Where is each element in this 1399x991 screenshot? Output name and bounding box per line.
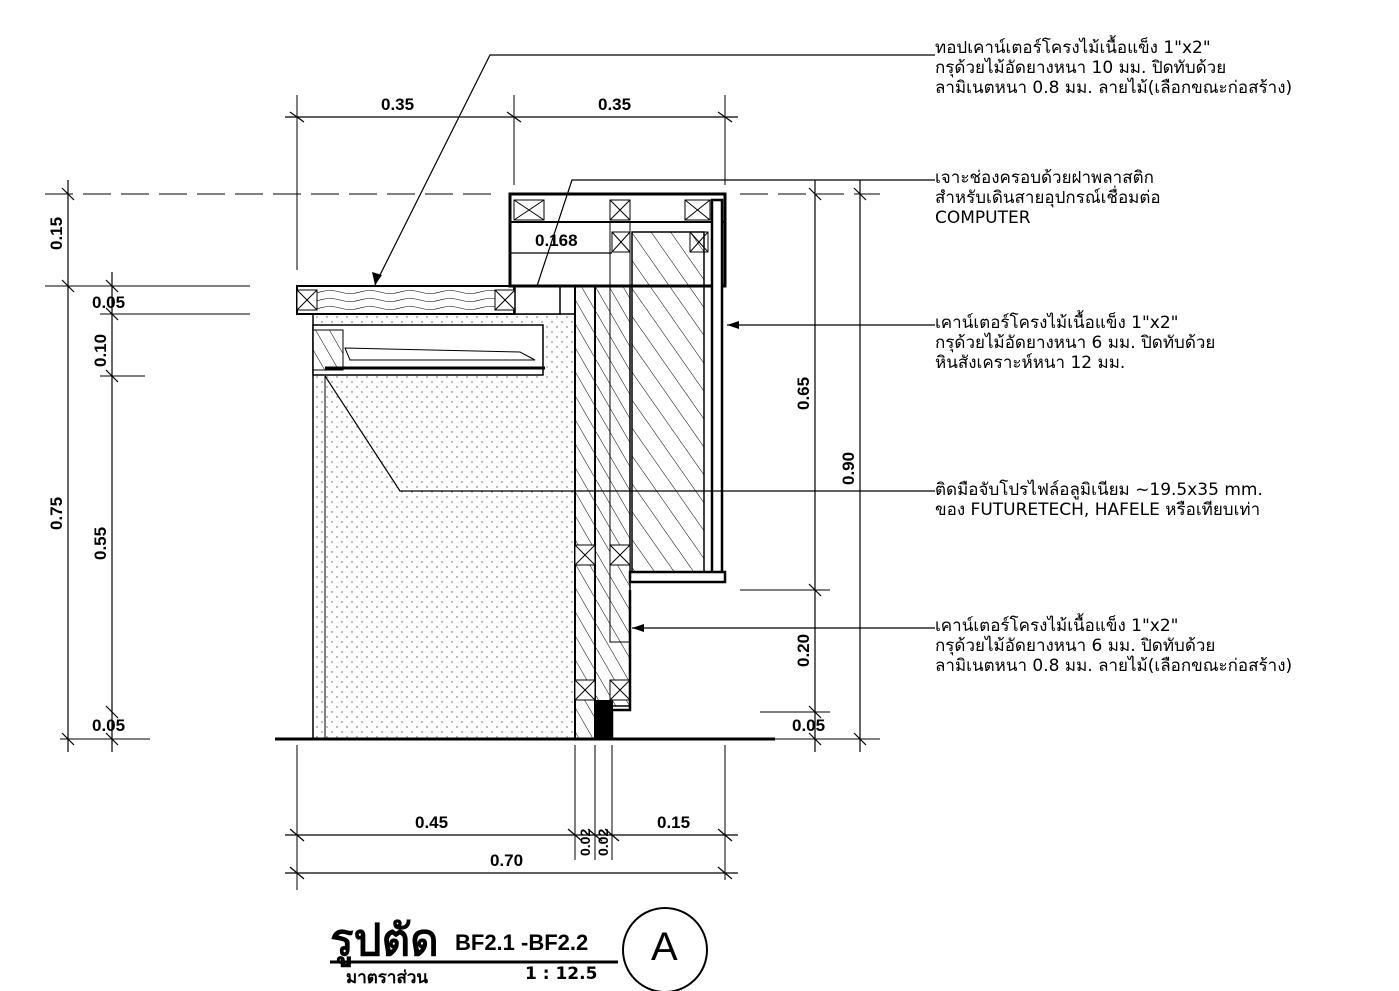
note-line: ติดมือจับโปรไฟล์อลูมิเนียม ~19.5x35 mm. bbox=[935, 480, 1263, 500]
dim-left-075: 0.75 bbox=[47, 497, 66, 530]
cable-grommet bbox=[514, 285, 561, 315]
shelf-bottom bbox=[628, 570, 727, 584]
note-lower-counter: เคาน์เตอร์โครงไม้เนื้อแข็ง 1"x2" กรุด้วย… bbox=[935, 616, 1292, 676]
note-line: กรุด้วยไม้อัดยางหนา 10 มม. ปิดทับด้วย bbox=[935, 58, 1227, 78]
note-line: เคาน์เตอร์โครงไม้เนื้อแข็ง 1"x2" bbox=[935, 616, 1179, 636]
kick-plate bbox=[595, 700, 613, 739]
dim-top-right: 0.35 bbox=[598, 95, 631, 114]
drawer-front bbox=[312, 329, 344, 371]
partition-inner bbox=[594, 285, 631, 707]
note-line: COMPUTER bbox=[935, 208, 1031, 228]
dim-top-left: 0.35 bbox=[381, 95, 414, 114]
note-line: สำหรับเดินสายอุปกรณ์เชื่อมต่อ bbox=[935, 188, 1161, 208]
note-handle: ติดมือจับโปรไฟล์อลูมิเนียม ~19.5x35 mm. … bbox=[935, 480, 1263, 520]
dim-left-010: 0.10 bbox=[91, 334, 110, 367]
upper-panel bbox=[631, 231, 705, 573]
note-line: เจาะช่องครอบด้วยฝาพลาสติก bbox=[935, 168, 1154, 188]
note-cable-hole: เจาะช่องครอบด้วยฝาพลาสติก สำหรับเดินสายอ… bbox=[935, 168, 1161, 228]
dim-left-015: 0.15 bbox=[47, 217, 66, 250]
outer-skin bbox=[710, 198, 724, 582]
dim-bottom-070: 0.70 bbox=[490, 851, 523, 870]
counter-top bbox=[296, 285, 515, 315]
dim-left-005-top: 0.05 bbox=[92, 293, 125, 312]
note-line: กรุด้วยไม้อัดยางหนา 6 มม. ปิดทับด้วย bbox=[935, 333, 1216, 353]
dimension-lines bbox=[61, 111, 867, 880]
partition bbox=[574, 285, 596, 740]
section-tag: A bbox=[651, 925, 678, 969]
note-line: ลามิเนตหนา 0.8 มม. ลายไม้(เลือกขณะก่อสร้… bbox=[935, 656, 1293, 676]
lower-cabinet bbox=[312, 313, 576, 740]
leader-arrows bbox=[372, 272, 739, 632]
dim-left-005-bottom: 0.05 bbox=[92, 716, 125, 735]
title-thai: รูปตัด bbox=[330, 915, 439, 966]
note-line: หินสังเคราะห์หนา 12 มม. bbox=[935, 353, 1126, 373]
dim-bottom-002b: 0.02 bbox=[595, 829, 611, 856]
section-tag-circle bbox=[622, 907, 708, 991]
dim-right-020: 0.20 bbox=[794, 634, 813, 667]
scale-label: มาตราส่วน bbox=[346, 968, 429, 988]
note-line: ของ FUTURETECH, HAFELE หรือเทียบเท่า bbox=[935, 500, 1261, 520]
note-line: ลามิเนตหนา 0.8 มม. ลายไม้(เลือกขณะก่อสร้… bbox=[935, 78, 1293, 98]
dim-bottom-045: 0.45 bbox=[415, 813, 448, 832]
note-countertop: ทอปเคาน์เตอร์โครงไม้เนื้อแข็ง 1"x2" กรุด… bbox=[935, 38, 1292, 98]
note-line: กรุด้วยไม้อัดยางหนา 6 มม. ปิดทับด้วย bbox=[935, 636, 1216, 656]
dim-left-055: 0.55 bbox=[91, 527, 110, 560]
dim-bottom-015: 0.15 bbox=[657, 813, 690, 832]
dim-bottom-002a: 0.02 bbox=[577, 829, 593, 856]
dim-inner-0168: 0.168 bbox=[535, 231, 578, 250]
note-line: เคาน์เตอร์โครงไม้เนื้อแข็ง 1"x2" bbox=[935, 313, 1179, 333]
title-code: BF2.1 -BF2.2 bbox=[455, 930, 589, 955]
note-line: ทอปเคาน์เตอร์โครงไม้เนื้อแข็ง 1"x2" bbox=[935, 38, 1211, 58]
dim-right-005: 0.05 bbox=[792, 716, 825, 735]
leader-lines bbox=[324, 54, 935, 629]
drawer-rail bbox=[344, 347, 536, 361]
note-upper-counter: เคาน์เตอร์โครงไม้เนื้อแข็ง 1"x2" กรุด้วย… bbox=[935, 313, 1215, 373]
dim-right-090: 0.90 bbox=[839, 452, 858, 485]
dim-right-065: 0.65 bbox=[794, 377, 813, 410]
scale-value: 1 : 12.5 bbox=[525, 964, 598, 984]
